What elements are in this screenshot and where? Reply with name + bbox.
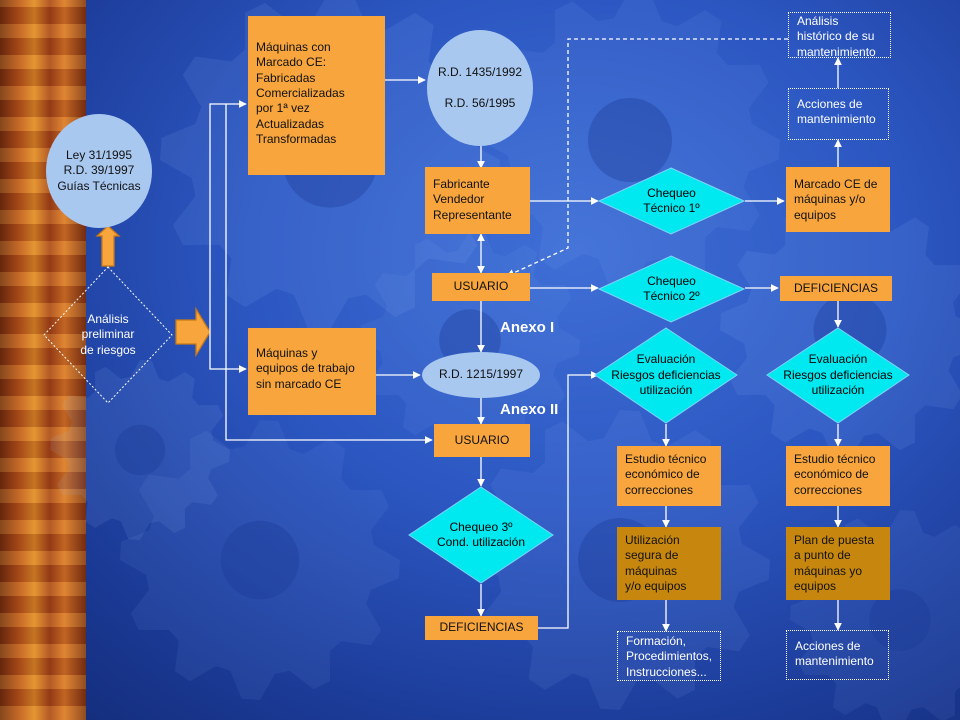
eval-diamond-right: Evaluación Riesgos deficiencias utilizac… <box>766 327 910 424</box>
chequeo-2-diamond: Chequeo Técnico 2º <box>598 255 745 323</box>
analisis-preliminar-diamond: Análisis preliminar de riesgos <box>43 266 173 404</box>
gear-hub <box>588 98 672 182</box>
eval-right-label: Evaluación Riesgos deficiencias utilizac… <box>783 352 893 398</box>
dashed-feedback-line <box>506 38 788 277</box>
gear-hub <box>114 424 166 476</box>
plan-puesta-box: Plan de puesta a punto de máquinas yo eq… <box>786 527 890 600</box>
rd-1215-circle: R.D. 1215/1997 <box>422 352 540 398</box>
fork-line-lower <box>209 332 247 373</box>
maquinas-ce-box: Máquinas con Marcado CE: Fabricadas Come… <box>248 16 385 175</box>
eval-left-label: Evaluación Riesgos deficiencias utilizac… <box>611 352 721 398</box>
estudio-box-left: Estudio técnico económico de correccione… <box>617 446 721 506</box>
up-arrow-icon <box>95 225 121 267</box>
usuario-box-1: USUARIO <box>432 273 530 301</box>
rd-1435-circle: R.D. 1435/1992 R.D. 56/1995 <box>427 30 533 146</box>
anexo-1-label: Anexo I <box>500 319 555 336</box>
gear-hub <box>220 520 300 600</box>
line-to-usuario-2 <box>225 104 433 444</box>
estudio-box-right: Estudio técnico económico de correccione… <box>786 446 890 506</box>
marcado-ce-maquinas-box: Marcado CE de máquinas y/o equipos <box>786 167 890 232</box>
acciones-bottom-box: Acciones de mantenimiento <box>786 630 889 680</box>
anexo-2-label: Anexo II <box>500 401 559 418</box>
gear-hub <box>869 589 931 651</box>
utilizacion-segura-box: Utilización segura de máquinas y/o equip… <box>617 527 721 600</box>
gear-shape <box>50 360 230 540</box>
acciones-top-box: Acciones de mantenimiento <box>788 88 889 140</box>
gear-shape <box>120 420 400 700</box>
deficiencias-box-left: DEFICIENCIAS <box>425 616 538 640</box>
formacion-box: Formación, Procedimientos, Instrucciones… <box>617 631 721 681</box>
chequeo-1-diamond: Chequeo Técnico 1º <box>598 167 745 235</box>
ley-circle: Ley 31/1995 R.D. 39/1997 Guías Técnicas <box>46 114 152 228</box>
chequeo-2-label: Chequeo Técnico 2º <box>643 273 700 303</box>
analisis-historico-box: Análisis histórico de su mantenimiento <box>788 12 891 59</box>
usuario-box-2: USUARIO <box>434 424 530 457</box>
deficiencias-box-right: DEFICIENCIAS <box>780 276 892 301</box>
maquinas-sin-ce-box: Máquinas y equipos de trabajo sin marcad… <box>248 328 376 415</box>
fabricante-box: Fabricante Vendedor Representante <box>425 167 530 234</box>
decorative-side-strip <box>0 0 86 720</box>
fork-line-upper <box>209 100 247 332</box>
analisis-preliminar-label: Análisis preliminar de riesgos <box>80 311 136 357</box>
chequeo-3-label: Chequeo 3º Cond. utilización <box>436 519 526 549</box>
line-deficiencias-eval <box>538 371 599 629</box>
chequeo-3-diamond: Chequeo 3º Cond. utilización <box>408 486 554 584</box>
eval-diamond-left: Evaluación Riesgos deficiencias utilizac… <box>594 327 738 424</box>
right-arrow-icon <box>175 306 211 358</box>
chequeo-1-label: Chequeo Técnico 1º <box>643 185 700 215</box>
